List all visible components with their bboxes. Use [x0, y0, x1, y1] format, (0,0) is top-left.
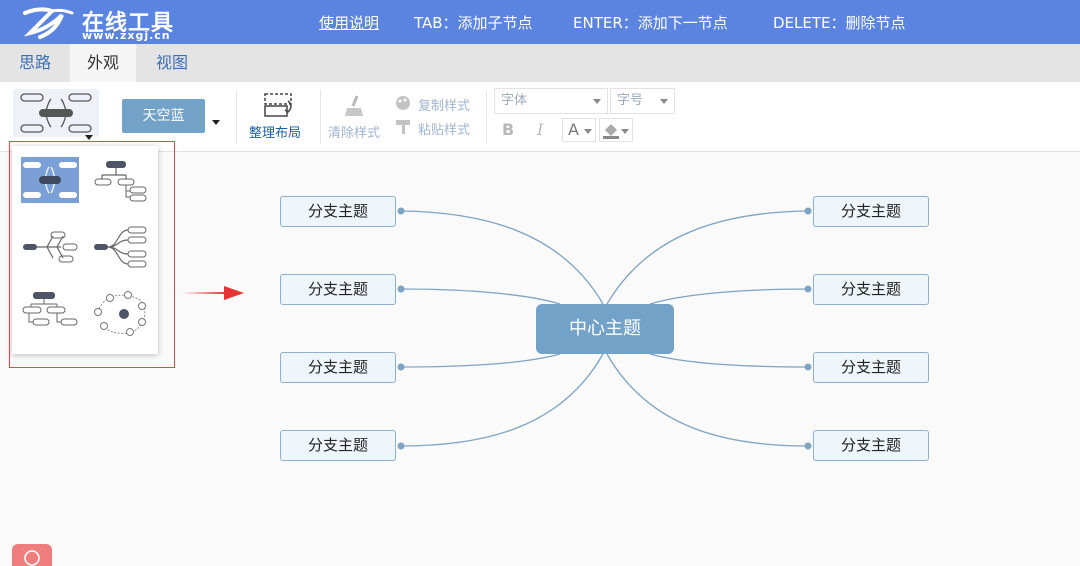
chevron-down-icon [660, 99, 668, 104]
theme-button[interactable]: 天空蓝 [122, 99, 205, 133]
help-link[interactable]: 使用说明 [319, 14, 380, 32]
paste-style-icon [396, 120, 410, 134]
divider [236, 90, 237, 144]
tab-appearance[interactable]: 外观 [70, 44, 136, 82]
tab-bar: 思路 外观 视图 [0, 44, 1080, 82]
font-size-placeholder: 字号 [617, 93, 644, 108]
central-topic-node[interactable]: 中心主题 [536, 304, 674, 354]
divider [486, 90, 487, 144]
toolbar: 天空蓝 整理布局 清除样式 复制样式 粘贴样式 字体 字号 B I A [0, 82, 1080, 152]
highlight-box [9, 141, 175, 368]
add-icon [24, 550, 40, 566]
tab-view[interactable]: 视图 [155, 53, 188, 72]
logo-mark-icon [23, 7, 74, 39]
bold-button[interactable]: B [502, 120, 515, 139]
layout-option-network[interactable] [92, 290, 150, 336]
branch-topic-node[interactable]: 分支主题 [813, 274, 929, 305]
divider [320, 90, 321, 144]
shortcut-tab-hint: TAB：添加子节点 [414, 14, 533, 32]
branch-topic-node[interactable]: 分支主题 [280, 274, 396, 305]
clear-style-icon [345, 95, 363, 116]
logo-name: 在线工具 [82, 11, 175, 36]
org-chart-right-icon [94, 161, 147, 202]
copy-style-button[interactable]: 复制样式 [418, 99, 471, 114]
mind-map-layout-icon [20, 93, 92, 133]
layout-dropdown-menu [12, 146, 158, 354]
branch-topic-node[interactable]: 分支主题 [280, 352, 396, 383]
mind-map-layout-icon [23, 162, 77, 198]
theme-dropdown-caret-icon[interactable] [212, 120, 220, 125]
layout-dropdown-caret-icon[interactable] [85, 135, 93, 140]
logo-url: www.zxgj.cn [82, 29, 171, 42]
branch-topic-node[interactable]: 分支主题 [280, 430, 396, 461]
org-chart-down-icon [22, 292, 78, 326]
chevron-down-icon [593, 99, 601, 104]
arrange-layout-button[interactable]: 整理布局 [249, 126, 302, 141]
red-arrow-icon [182, 286, 244, 300]
branch-topic-node[interactable]: 分支主题 [813, 352, 929, 383]
paint-bucket-icon [603, 124, 619, 139]
network-layout-icon [94, 291, 146, 336]
fishbone-layout-icon [23, 231, 78, 263]
logic-tree-right-icon [94, 226, 147, 268]
layout-picker-button[interactable] [13, 89, 99, 137]
layout-option-org-down[interactable] [21, 290, 79, 336]
branch-topic-node[interactable]: 分支主题 [813, 196, 929, 227]
chevron-down-icon [621, 129, 629, 134]
font-color-label: A [568, 120, 579, 139]
background-color-button[interactable] [599, 118, 633, 142]
layout-option-org-right[interactable] [92, 157, 150, 203]
layout-option-fishbone[interactable] [21, 224, 79, 270]
italic-button[interactable]: I [537, 120, 544, 139]
font-family-placeholder: 字体 [501, 93, 528, 108]
shortcut-delete-hint: DELETE：删除节点 [773, 14, 906, 32]
layout-option-mind-map[interactable] [21, 157, 79, 203]
clear-style-button[interactable]: 清除样式 [328, 126, 381, 141]
font-color-button[interactable]: A [562, 118, 596, 142]
layout-option-tree-right[interactable] [92, 224, 150, 270]
font-family-select[interactable]: 字体 [494, 88, 608, 114]
copy-style-icon [396, 96, 410, 110]
branch-topic-node[interactable]: 分支主题 [280, 196, 396, 227]
logo[interactable]: 在线工具 www.zxgj.cn [22, 3, 202, 43]
shortcut-enter-hint: ENTER：添加下一节点 [573, 14, 728, 32]
app-header: 在线工具 www.zxgj.cn 使用说明 TAB：添加子节点 ENTER：添加… [0, 0, 1080, 44]
branch-topic-node[interactable]: 分支主题 [813, 430, 929, 461]
font-size-select[interactable]: 字号 [610, 88, 675, 114]
tab-idea[interactable]: 思路 [18, 53, 51, 72]
paste-style-button[interactable]: 粘贴样式 [418, 123, 471, 138]
chevron-down-icon [584, 129, 592, 134]
arrange-layout-icon [264, 93, 292, 117]
